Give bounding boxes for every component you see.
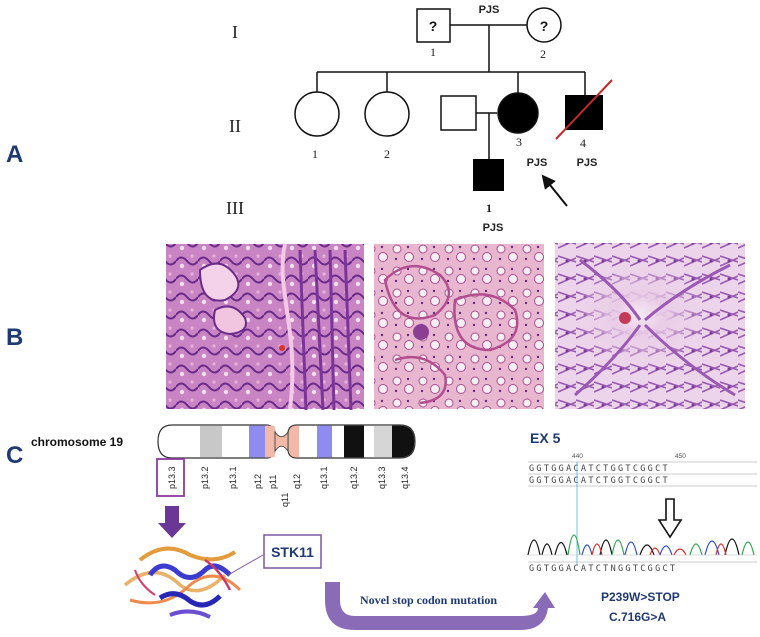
sample-sequence: GGTGGACATCTGGTCGGCT [529,476,670,486]
gen2-number-1: 1 [312,147,318,161]
gen2-individual-4-deceased-slash [555,79,613,140]
position-440: 440 [572,453,583,460]
chromosome-ideogram: chromosome 19 p13.3 p13.2 p13.1 p12 p11 … [31,424,416,507]
p13-3-highlight-box [156,458,185,497]
mutation-arrow-label: Novel stop codon mutation [360,593,497,607]
gen2-individual-4-label: PJS [577,157,598,169]
generation-label-iii: III [226,198,244,218]
gen3-number-1: 1 [486,201,492,215]
gen2-individual-3-label: PJS [527,157,548,169]
gen1-mother-number: 2 [540,47,546,61]
histology-image-3 [555,243,745,409]
band-label-p12: p12 [253,474,263,489]
gen2-number-3: 3 [516,135,522,149]
band-label-q12: q12 [292,474,302,489]
proband-arrow [541,174,568,207]
stk11-protein-structure [123,546,242,619]
gen1-father-number: 1 [430,45,436,59]
panel-label-b: B [6,324,23,351]
mutation-arrow [325,582,555,630]
gen2-number-4: 4 [580,136,586,150]
band-label-p11: p11 [268,475,278,489]
band-label-q13-2: q13.2 [349,466,359,489]
gen3-individual-1-affected-square [473,159,504,191]
gen2-individual-1-circle [294,91,340,137]
sequencing-chromatogram: EX 5 440 450 GGTGGACATCTGGTCGGCT GGTGGAC… [527,430,757,574]
protein-change: P239W>STOP [601,590,680,604]
generation-label-ii: II [229,116,241,136]
band-label-q13-1: q13.1 [319,466,329,489]
gene-connector [227,554,264,576]
chromosome-label: chromosome 19 [31,435,123,449]
cdna-change: C.716G>A [609,610,666,624]
gen2-number-2: 2 [384,147,390,161]
gen1-father-unknown-square [416,8,451,43]
panel-label-c: C [6,442,23,469]
band-label-q13-4: q13.4 [400,466,410,489]
band-label-p13-1: p13.1 [228,466,238,489]
gen3-individual-1-label: PJS [483,222,504,234]
gen1-mother-question-mark: ? [540,18,549,34]
reference-sequence: GGTGGACATCTGGTCGGCT [529,464,670,474]
exon-label: EX 5 [530,430,561,446]
gen2-spouse-square [440,95,477,131]
band-label-q11: q11 [280,493,290,507]
gene-box [263,534,322,569]
gen1-father-question-mark: ? [429,18,438,34]
chromatogram-sequence: GGTGGACATCTNGGTCGGCT [529,564,677,574]
gene-name: STK11 [271,544,314,560]
position-450: 450 [675,453,686,460]
pedigree: I II III ? ? PJS 1 2 1 2 3 4 PJS PJS [226,4,613,234]
band-label-p13-2: p13.2 [200,466,210,489]
band-label-p13-3: p13.3 [167,466,177,489]
down-arrow [158,506,186,538]
panel-label-a: A [6,141,23,168]
histology-panels [166,243,745,411]
band-label-q13-3: q13.3 [377,466,387,489]
histology-image-1 [166,243,364,411]
mutation-site-arrow [657,498,683,539]
generation-label-i: I [232,22,238,42]
gen1-couple-label: PJS [479,4,500,16]
gen2-individual-2-circle [364,91,410,137]
gen2-individual-3-affected-circle [497,92,539,134]
histology-image-2 [374,244,544,409]
